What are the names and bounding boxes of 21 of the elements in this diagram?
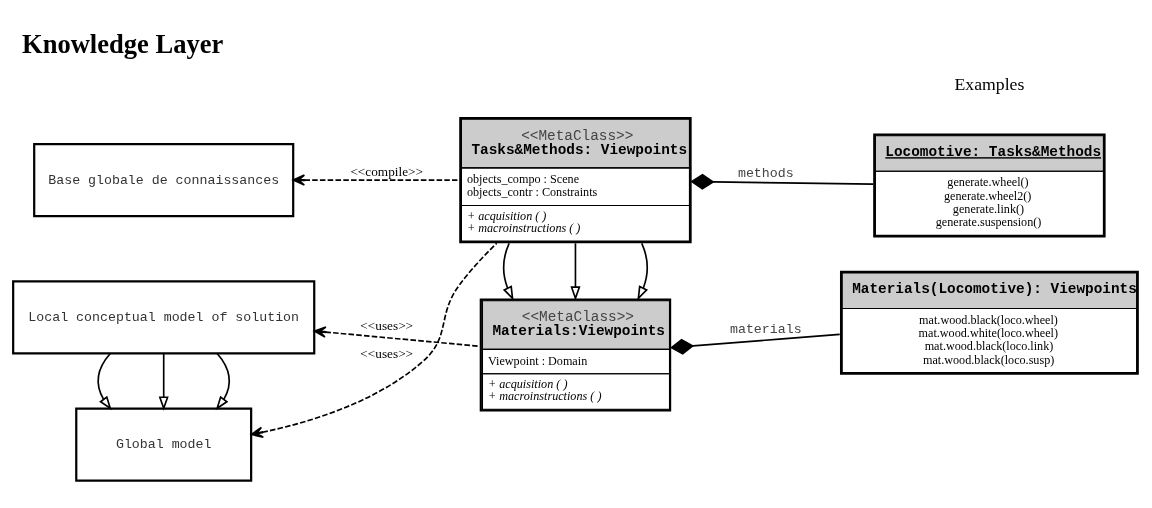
node-box: Base globale de connaissances	[33, 142, 295, 217]
edge-label: <<compile>>	[350, 163, 424, 179]
arrow	[570, 242, 581, 301]
arrow	[97, 352, 112, 410]
edge-label: <<uses>>	[360, 317, 414, 333]
label: Examples	[954, 73, 1025, 94]
arrow	[215, 352, 231, 410]
arrow	[292, 173, 460, 186]
node-box: Global model	[75, 407, 253, 482]
arrow	[250, 241, 498, 438]
arrow	[158, 352, 169, 411]
arrow	[637, 242, 649, 300]
edge-label: materials	[730, 321, 802, 337]
connector	[670, 333, 841, 355]
arrow	[313, 325, 481, 347]
node-box: Local conceptual model of solution	[12, 279, 316, 354]
diagram-title: Knowledge Layer	[22, 28, 224, 59]
arrow	[502, 242, 514, 300]
connector	[690, 173, 874, 190]
edge-label: methods	[737, 165, 794, 181]
edge-label: <<uses>>	[360, 345, 414, 361]
